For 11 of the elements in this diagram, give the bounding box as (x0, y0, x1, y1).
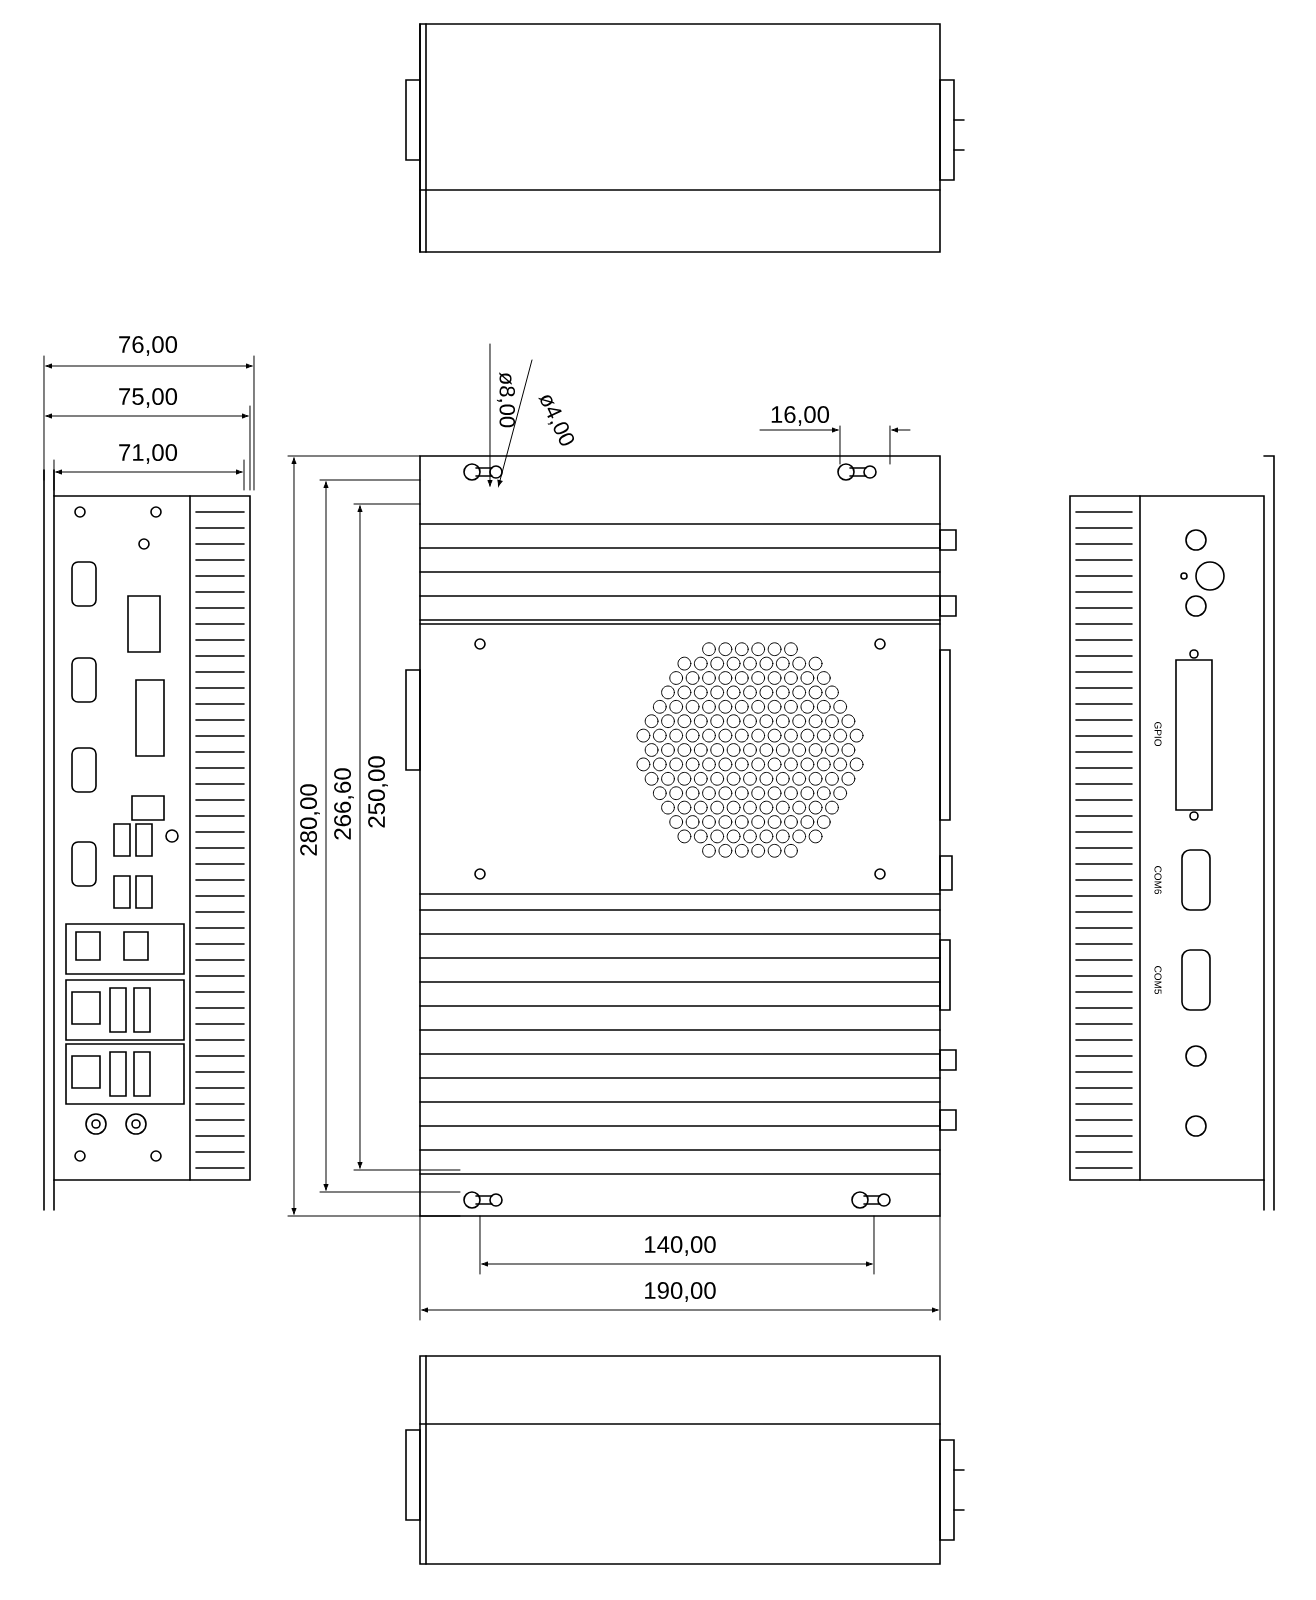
dimension-label: ø8,00 (496, 372, 516, 428)
dimension-label: 266,60 (334, 768, 354, 840)
dimension-label: 71,00 (119, 444, 178, 464)
dimension-label: 140,00 (645, 1236, 716, 1256)
dimension-label: 16,00 (771, 406, 830, 426)
dimension-label: 76,00 (119, 336, 178, 356)
dimension-label: ø4,00 (538, 395, 575, 446)
dimension-label: 75,00 (119, 388, 178, 408)
dimension-label: 190,00 (645, 1282, 716, 1302)
dimension-label: 250,00 (368, 756, 388, 828)
dimension-label: 280,00 (300, 784, 320, 856)
